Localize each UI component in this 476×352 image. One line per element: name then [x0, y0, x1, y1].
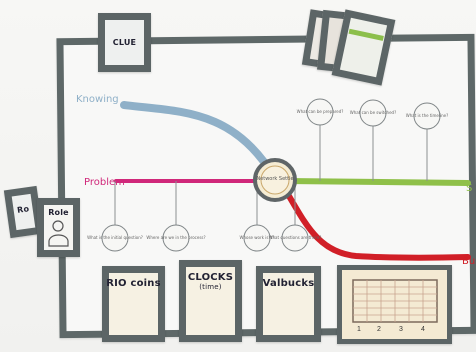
bottom-bubble-1-text: What is the initial question? [87, 235, 143, 240]
bottom-bubble-4-text: What questions are there? [269, 235, 322, 240]
role-front-card-label: Role [48, 208, 69, 217]
problem-label: Problem [84, 177, 125, 188]
role-front-card-frame [37, 198, 80, 257]
knowing-label: Knowing [76, 94, 119, 105]
clocks-card-sub: (time) [199, 283, 222, 291]
rio-coins-card-label: RIO coins [106, 278, 161, 289]
role-figure-icon [48, 220, 69, 247]
top-bubble-2 [359, 99, 387, 181]
clocks-card-frame [179, 260, 242, 342]
clocks-card: CLOCKS (time) [179, 260, 242, 342]
top-bubble-1 [306, 98, 334, 181]
grid-card: 1 2 3 4 [337, 265, 452, 344]
solution-stub-label: S [466, 183, 472, 194]
business-line [280, 183, 471, 261]
business-stub-label: Bus [462, 256, 476, 267]
grid-card-mark-1: 1 [357, 326, 361, 333]
knowing-line [120, 101, 280, 184]
valbucks-card: Valbucks [256, 266, 321, 342]
center-label: Network Settle [256, 176, 293, 182]
bottom-bubble-2 [162, 181, 190, 252]
bottom-bubble-1 [101, 181, 129, 252]
clue-card-frame [98, 13, 151, 72]
top-bubble-1-text: What can be prepared? [297, 109, 344, 114]
grid-card-mark-4: 4 [421, 326, 425, 333]
top-bubble-2-text: What can be switched? [350, 110, 396, 115]
role-front-card: Role [37, 198, 80, 257]
rio-coins-card: RIO coins [102, 266, 165, 342]
valbucks-card-frame [256, 266, 321, 342]
solution-line [283, 178, 471, 186]
clue-card-label: CLUE [112, 38, 137, 47]
top-bubble-3 [413, 102, 441, 181]
center-node [253, 158, 297, 202]
bottom-bubble-3-text: Whose work is it? [240, 235, 275, 240]
grid-card-drawing [352, 279, 438, 323]
rio-coins-card-frame [102, 266, 165, 342]
clocks-card-label: CLOCKS [187, 272, 234, 283]
top-bubble-3-text: What is the timeline? [406, 113, 448, 118]
grid-card-mark-3: 3 [399, 326, 403, 333]
grid-card-frame [337, 265, 452, 344]
clue-card: CLUE [98, 13, 151, 72]
bottom-bubble-2-text: Where are we in the process? [146, 235, 205, 240]
grid-card-mark-2: 2 [377, 326, 381, 333]
valbucks-card-label: Valbucks [262, 278, 315, 289]
